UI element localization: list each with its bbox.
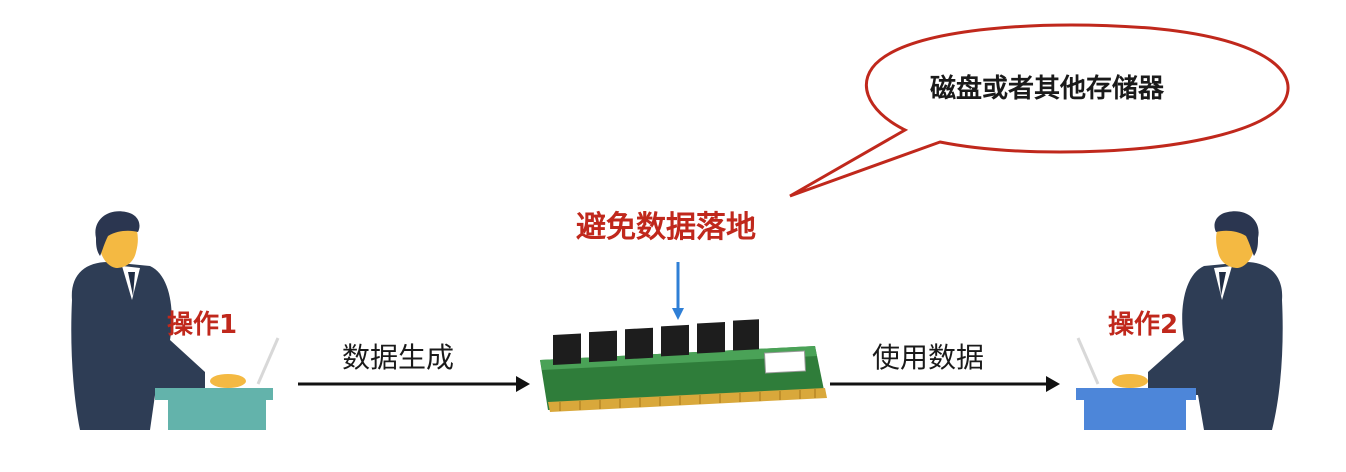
- person-right-icon: [1076, 211, 1283, 430]
- use-label: 使用数据: [872, 341, 985, 374]
- generate-label: 数据生成: [342, 341, 455, 374]
- right-person-label: 操作2: [1108, 310, 1179, 340]
- ram-module-icon: [540, 319, 827, 412]
- center-label: 避免数据落地: [576, 210, 756, 245]
- bubble-text: 磁盘或者其他存储器: [930, 74, 1165, 104]
- arrow-generate: [298, 376, 530, 392]
- down-arrow: [672, 262, 684, 320]
- left-person-label: 操作1: [167, 310, 238, 340]
- speech-bubble: [789, 23, 1290, 198]
- arrow-use: [830, 376, 1060, 392]
- person-left-icon: [71, 211, 280, 430]
